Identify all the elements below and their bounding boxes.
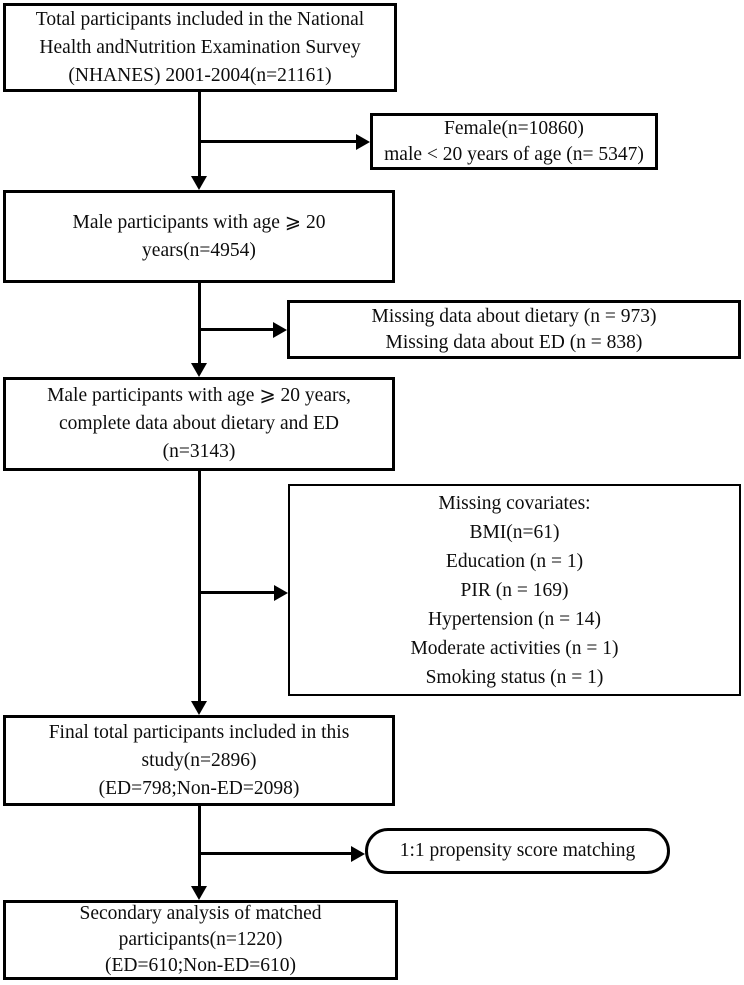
arrowhead-down-3 [191, 701, 207, 715]
connector-vertical-2 [198, 283, 201, 365]
box-text-line: PIR (n = 169) [460, 579, 569, 601]
arrowhead-right-4 [351, 846, 365, 862]
connector-horizontal-4 [199, 852, 352, 855]
box-text-line: Male participants with age ⩾ 20 years, [47, 385, 351, 406]
box-text-line: Smoking status (n = 1) [425, 666, 604, 688]
box-text-line: years(n=4954) [142, 239, 256, 261]
box-propensity-matching: 1:1 propensity score matching [365, 828, 670, 874]
box-text-line: Secondary analysis of matched [79, 903, 322, 924]
box-excluded-missing-dietary-ed: Missing data about dietary (n = 973) Mis… [287, 300, 741, 359]
box-text-line: Education (n = 1) [445, 550, 584, 572]
box-secondary-analysis: Secondary analysis of matched participan… [3, 900, 398, 980]
box-text-line: Missing covariates: [438, 492, 591, 514]
connector-horizontal-2 [199, 328, 274, 331]
arrowhead-down-1 [191, 176, 207, 190]
box-final-participants: Final total participants included in thi… [3, 715, 395, 806]
box-text-line: complete data about dietary and ED [59, 413, 339, 434]
connector-vertical-1 [198, 92, 201, 178]
box-text-line: Hypertension (n = 14) [428, 608, 601, 630]
connector-horizontal-1 [199, 140, 357, 143]
box-total-participants: Total participants included in the Natio… [3, 3, 397, 92]
box-text-line: male < 20 years of age (n= 5347) [384, 143, 644, 165]
connector-vertical-4 [198, 806, 201, 888]
box-text-line: 1:1 propensity score matching [399, 840, 636, 861]
box-text-line: Health andNutrition Examination Survey [39, 36, 361, 58]
box-text-line: study(n=2896) [141, 749, 257, 771]
box-excluded-missing-covariates: Missing covariates: BMI(n=61) Education … [288, 484, 741, 696]
arrowhead-right-1 [356, 134, 370, 150]
box-text-line: Female(n=10860) [444, 117, 584, 139]
box-text-line: Total participants included in the Natio… [35, 8, 365, 30]
box-male-age-20: Male participants with age ⩾ 20 years(n=… [3, 190, 395, 283]
box-text-line: BMI(n=61) [469, 521, 560, 543]
box-excluded-female-under20: Female(n=10860) male < 20 years of age (… [370, 113, 658, 170]
box-text-line: (NHANES) 2001-2004(n=21161) [68, 64, 332, 86]
arrowhead-down-4 [191, 886, 207, 900]
box-text-line: Male participants with age ⩾ 20 [72, 211, 326, 233]
arrowhead-down-2 [191, 363, 207, 377]
box-text-line: Final total participants included in thi… [48, 721, 350, 743]
arrowhead-right-3 [274, 585, 288, 601]
box-complete-data: Male participants with age ⩾ 20 years, c… [3, 377, 395, 471]
box-text-line: (ED=798;Non-ED=2098) [98, 777, 300, 799]
box-text-line: Missing data about ED (n = 838) [385, 331, 643, 353]
connector-vertical-3 [198, 471, 201, 703]
box-text-line: Missing data about dietary (n = 973) [371, 305, 657, 327]
box-text-line: participants(n=1220) [118, 929, 283, 950]
box-text-line: Moderate activities (n = 1) [410, 637, 619, 659]
arrowhead-right-2 [273, 322, 287, 338]
connector-horizontal-3 [199, 591, 275, 594]
box-text-line: (ED=610;Non-ED=610) [105, 955, 296, 976]
box-text-line: (n=3143) [162, 441, 236, 462]
